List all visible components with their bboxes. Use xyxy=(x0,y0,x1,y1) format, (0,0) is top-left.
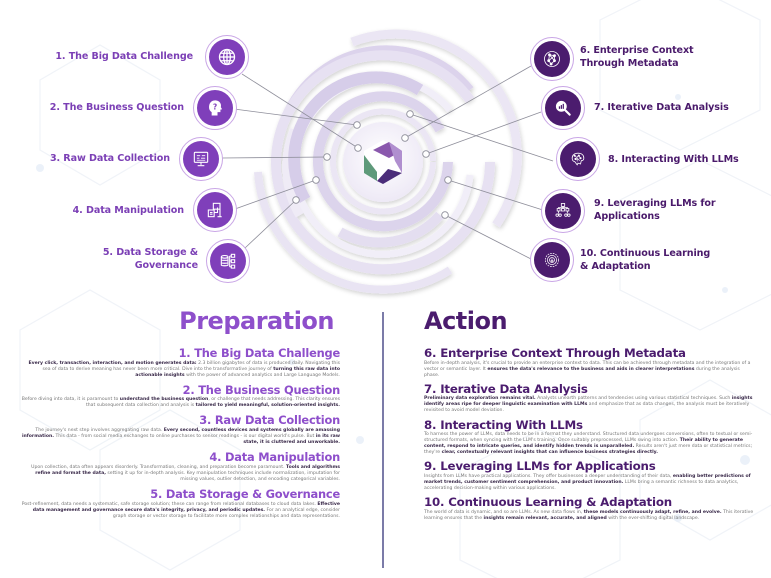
hexagon-logo-icon xyxy=(364,140,402,184)
action-item-heading: 8. Interacting With LLMs xyxy=(424,417,583,432)
prep-item-body: Upon collection, data often appears diso… xyxy=(31,464,340,482)
action-column: 6. Enterprise Context Through Metadata B… xyxy=(424,347,754,526)
prep-item-heading: 1. The Big Data Challenge xyxy=(178,346,341,360)
data-processing-icon xyxy=(207,202,222,218)
prep-item-body: The journey's next step involves aggrega… xyxy=(21,427,340,446)
prep-item-heading: 5. Data Storage & Governance xyxy=(150,487,340,502)
action-item-body: Insights from LLMs have practical applic… xyxy=(424,473,751,492)
node-2-badge[interactable]: ? xyxy=(193,86,237,130)
node-8-badge[interactable] xyxy=(556,137,600,181)
action-item-heading: 7. Iterative Data Analysis xyxy=(424,381,588,396)
node-label-5-line2: Governance xyxy=(134,260,198,271)
org-chart-icon xyxy=(555,203,571,217)
action-item-body: Before in-depth analysis, it's crucial t… xyxy=(424,360,751,378)
node-label-6[interactable]: 6. Enterprise Context Through Metadata xyxy=(580,44,694,70)
node-6-badge[interactable] xyxy=(530,37,574,81)
prep-item-body: Before diving into data, it is paramount… xyxy=(21,397,340,409)
prep-item-body: Every click, transaction, interaction, a… xyxy=(28,360,341,378)
action-item-7: 7. Iterative Data Analysis Preliminary d… xyxy=(424,381,754,415)
node-label-10[interactable]: 10. Continuous Learning & Adaptation xyxy=(580,247,710,273)
node-label-9-line1: 9. Leveraging LLMs for xyxy=(594,198,716,209)
node-4-badge[interactable] xyxy=(193,188,237,232)
globe-icon xyxy=(218,48,236,66)
prep-item-1: 1. The Big Data Challenge Every click, t… xyxy=(20,346,341,379)
node-3-badge[interactable] xyxy=(179,137,223,181)
node-label-6-line1: 6. Enterprise Context xyxy=(580,45,694,56)
prep-item-5: 5. Data Storage & Governance Post-refine… xyxy=(20,488,340,520)
node-label-3[interactable]: 3. Raw Data Collection xyxy=(49,153,170,164)
hex-background-pattern xyxy=(19,0,771,578)
preparation-column: 1. The Big Data Challenge Every click, t… xyxy=(20,347,340,525)
svg-text:?: ? xyxy=(213,103,217,112)
node-label-2[interactable]: 2. The Business Question xyxy=(49,102,184,113)
action-title: Action xyxy=(424,307,508,335)
node-label-10-line1: 10. Continuous Learning xyxy=(580,248,711,259)
action-item-body: The world of data is dynamic, and so are… xyxy=(424,509,754,521)
action-item-8: 8. Interacting With LLMs To harness the … xyxy=(424,417,754,457)
action-item-9: 9. Leveraging LLMs for Applications Insi… xyxy=(424,460,754,492)
preparation-title: Preparation xyxy=(179,307,334,335)
node-label-9[interactable]: 9. Leveraging LLMs for Applications xyxy=(594,197,716,223)
database-hierarchy-icon xyxy=(220,253,236,269)
prep-item-body: Post-refinement, data needs a systematic… xyxy=(21,501,340,519)
prep-item-2: 2. The Business Question Before diving i… xyxy=(20,382,341,410)
hex-background-dots xyxy=(36,94,750,522)
action-item-body: To harness the power of LLMs, data needs… xyxy=(424,432,753,456)
connector-endpoints xyxy=(292,110,452,219)
node-label-10-line2: & Adaptation xyxy=(580,261,651,272)
node-label-6-line2: Through Metadata xyxy=(580,58,679,69)
prep-item-heading: 4. Data Manipulation xyxy=(209,450,340,465)
node-label-9-line2: Applications xyxy=(594,211,660,222)
magnifier-chart-icon xyxy=(555,100,571,116)
node-label-1[interactable]: 1. The Big Data Challenge xyxy=(55,51,193,62)
node-9-badge[interactable] xyxy=(541,189,585,233)
head-question-icon: ? xyxy=(209,100,223,116)
action-item-heading: 6. Enterprise Context Through Metadata xyxy=(424,346,686,360)
action-item-heading: 10. Continuous Learning & Adaptation xyxy=(424,495,672,510)
node-label-8[interactable]: 8. Interacting With LLMs xyxy=(608,154,739,165)
node-1-badge[interactable] xyxy=(205,35,249,79)
node-10-badge[interactable] xyxy=(530,238,574,282)
node-label-5-line1: 5. Data Storage & xyxy=(102,247,198,258)
action-item-heading: 9. Leveraging LLMs for Applications xyxy=(424,459,656,474)
monitor-binary-icon xyxy=(193,151,209,167)
action-item-body: Preliminary data exploration remains vit… xyxy=(424,396,753,414)
prep-item-4: 4. Data Manipulation Upon collection, da… xyxy=(20,451,340,483)
node-7-badge[interactable] xyxy=(541,86,585,130)
node-label-5[interactable]: 5. Data Storage & Governance xyxy=(103,246,198,272)
brain-circuit-icon xyxy=(571,152,585,166)
prep-item-heading: 2. The Business Question xyxy=(182,382,341,397)
section-divider xyxy=(382,312,384,568)
learning-cycle-icon xyxy=(544,252,560,268)
node-5-badge[interactable] xyxy=(206,239,250,283)
node-label-4[interactable]: 4. Data Manipulation xyxy=(72,205,185,216)
prep-item-3: 3. Raw Data Collection The journey's nex… xyxy=(20,414,340,446)
node-label-7[interactable]: 7. Iterative Data Analysis xyxy=(594,102,729,113)
prep-item-heading: 3. Raw Data Collection xyxy=(199,413,340,428)
action-item-6: 6. Enterprise Context Through Metadata B… xyxy=(424,347,754,379)
action-item-10: 10. Continuous Learning & Adaptation The… xyxy=(424,496,754,522)
network-graph-icon xyxy=(544,51,560,67)
